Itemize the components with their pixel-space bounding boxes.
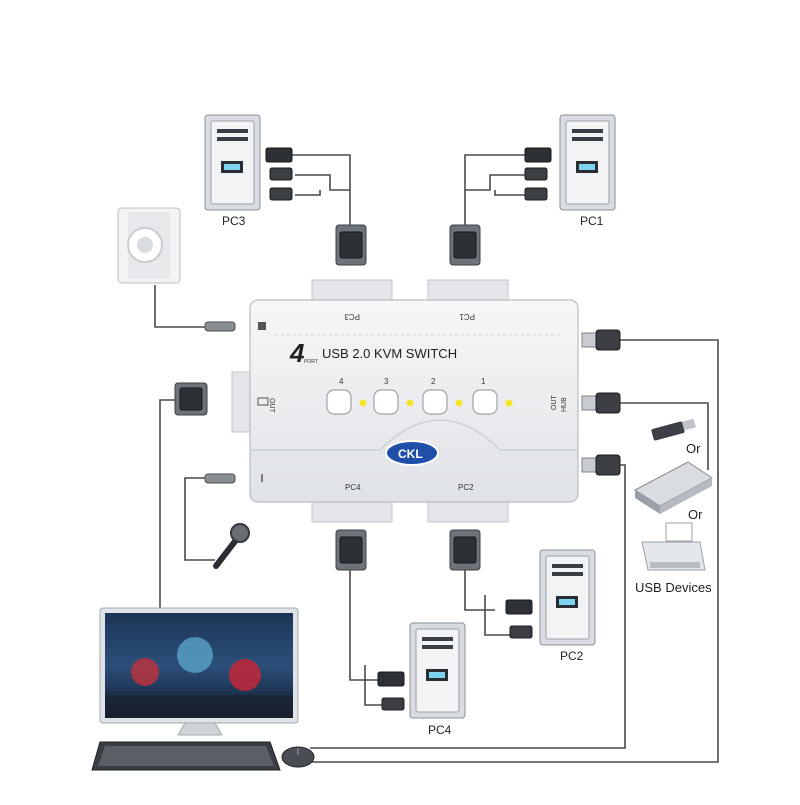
pc2-connectors [505,599,533,639]
side-out-label: OUT [268,398,275,414]
cable-pc2-b [484,595,510,636]
cable-microphone [184,477,215,561]
pc1-connectors [524,147,552,201]
button-number-4: 4 [339,377,344,386]
ckl-logo: CKL [385,440,439,466]
pc2-label: PC2 [560,649,584,663]
led-2 [455,399,463,407]
or-label-2: Or [688,507,703,522]
pc3-connectors [265,147,293,201]
logo-text: CKL [398,447,423,461]
scanner-icon [634,461,713,514]
cables [154,154,719,763]
pc4-connectors [377,671,405,711]
cable-pc1-b [465,174,525,191]
usb-flash-drive-icon [651,418,696,441]
audio-plug-microphone [204,473,236,484]
button-number-3: 3 [384,377,389,386]
cable-pc1 [464,154,525,225]
cable-pc4 [349,570,385,681]
kvm-switch [231,279,579,523]
port-label-pc3: PC3 [344,312,360,321]
microphone-icon [213,523,250,569]
vga-head-pc4 [335,529,367,571]
cable-usb-out-bottom [310,464,626,749]
pc4-tower [409,622,466,719]
usb-devices-label: USB Devices [635,580,712,595]
pc1-label: PC1 [580,214,604,228]
vga-head-pc1 [449,224,481,266]
button-number-2: 2 [431,377,436,386]
keyboard-icon [91,741,281,771]
port-badge-sub: PORT [304,359,318,365]
pc3-label: PC3 [222,214,246,228]
audio-plug-speaker [204,321,236,332]
cable-pc1-c [494,190,525,196]
port-label-pc4: PC4 [345,483,361,492]
or-label-1: Or [686,441,701,456]
switch-button-1[interactable] [472,389,498,415]
switch-button-4[interactable] [326,389,352,415]
switch-title: USB 2.0 KVM SWITCH [322,346,457,361]
vga-head-pc2 [449,529,481,571]
usb-plug-bottom [581,454,621,476]
side-out-right-label: OUT [551,395,558,411]
monitor-icon [99,607,299,736]
pc1-tower [559,114,616,211]
vga-head-pc3 [335,224,367,266]
audio-jack-icon [258,322,266,330]
led-1 [505,399,513,407]
printer-icon [641,522,706,571]
vga-head-monitor [174,382,208,416]
speaker-icon [117,207,181,284]
switch-button-2[interactable] [422,389,448,415]
cable-pc3-c [295,190,321,196]
pc4-label: PC4 [428,723,452,737]
led-4 [359,399,367,407]
switch-button-3[interactable] [373,389,399,415]
cable-monitor [159,399,175,610]
usb-plug-hub [581,392,621,414]
usb-plug-top [581,329,621,351]
cable-speaker [154,285,215,328]
button-number-1: 1 [481,377,486,386]
cable-usb-hub [618,402,709,470]
port-label-pc2: PC2 [458,483,474,492]
cable-usb-out-top [312,339,719,763]
port-badge: 4 [289,338,305,368]
cable-pc2 [464,570,495,611]
monitor-port-icon [257,397,269,406]
port-label-pc1: PC1 [459,312,475,321]
cable-pc3 [290,154,351,225]
mouse-icon [281,746,315,768]
pc3-tower [204,114,261,211]
cable-pc3-b [295,174,350,191]
pc2-tower [539,549,596,646]
led-3 [406,399,414,407]
side-hub-label: HUB [561,397,568,412]
cable-pc4-b [364,665,385,706]
